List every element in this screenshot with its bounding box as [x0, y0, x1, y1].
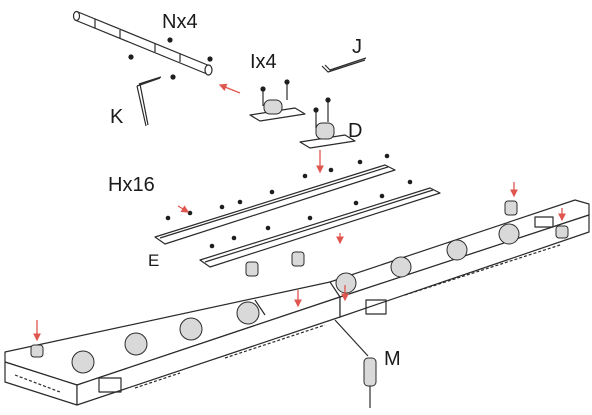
handle-key-j	[321, 57, 367, 73]
screws-n	[128, 37, 213, 80]
fans	[71, 223, 520, 374]
label-h: Hx16	[108, 174, 155, 196]
ports	[98, 216, 554, 393]
label-j: J	[352, 36, 362, 58]
label-i: Ix4	[250, 51, 277, 73]
feet	[30, 200, 569, 358]
label-e: E	[148, 251, 159, 270]
crossbar-part	[72, 10, 213, 76]
base-housing	[4, 199, 590, 406]
screwdriver-m	[334, 319, 377, 408]
vent-rows	[14, 244, 561, 393]
screws-h	[165, 153, 413, 249]
label-k: K	[110, 106, 124, 128]
allen-key-k	[136, 76, 162, 127]
label-m: M	[384, 348, 401, 370]
label-d: D	[348, 120, 362, 142]
rail-upper	[154, 164, 396, 245]
bracket-upper	[249, 79, 306, 122]
label-n: Nx4	[162, 11, 198, 33]
bracket-lower	[299, 97, 356, 149]
rail-lower	[199, 187, 441, 268]
